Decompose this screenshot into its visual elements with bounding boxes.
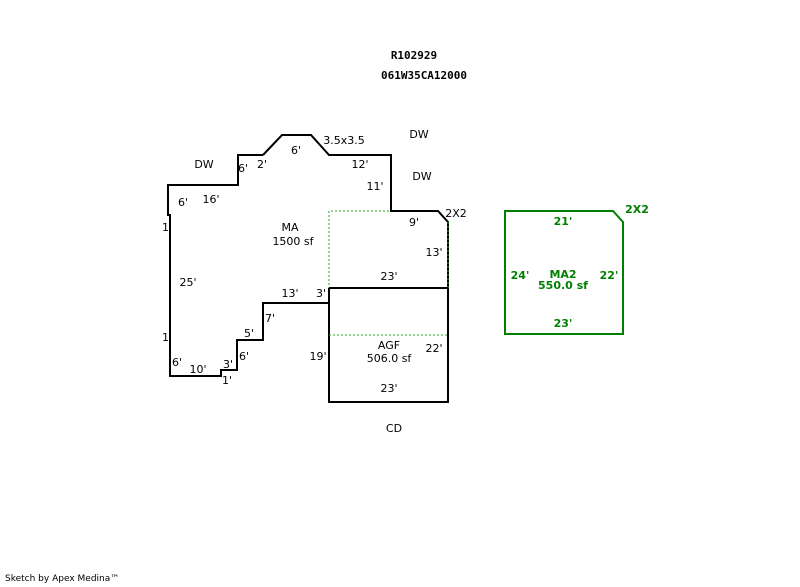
dw-label-top: DW [409,128,428,141]
agf-area: 506.0 sf [367,352,413,365]
account-number: R102929 [391,49,437,62]
dw-label-right: DW [412,170,431,183]
dim-6-step: 6' [239,350,249,363]
ma2-outline [504,210,624,335]
dim-16: 16' [202,193,219,206]
dim-19: 19' [309,350,326,363]
dim-1-left-upper: 1' [162,221,172,234]
corner-label-main: 2X2 [445,207,467,220]
dim-6-left-bottom: 6' [172,356,182,369]
cd-label: CD [386,422,402,435]
map-number: 061W35CA12000 [381,69,467,82]
corner-label-ma2: 2X2 [625,203,649,216]
dw-label-left: DW [194,158,213,171]
ma2-label: MA2 [549,268,576,281]
dim-13-right: 13' [425,246,442,259]
dim-22: 22' [425,342,442,355]
dim-3-step: 3' [223,358,233,371]
ma2-dim-left: 24' [511,269,530,282]
ma-label: MA [281,221,298,234]
ma2-dim-top: 21' [554,215,573,228]
dim-step-6: 6' [238,162,248,175]
dim-10: 10' [189,363,206,376]
ma2-dim-right: 22' [600,269,619,282]
ma-area: 1500 sf [272,235,314,248]
dim-12: 12' [351,158,368,171]
dim-11: 11' [366,180,383,193]
dim-9: 9' [409,216,419,229]
dim-13-mid: 13' [281,287,298,300]
dim-1-left-lower: 1' [162,331,172,344]
dim-23-mid: 23' [380,270,397,283]
dim-top-6: 6' [291,144,301,157]
dim-1-bottom: 1' [222,374,232,387]
size-label: 3.5x3.5 [323,134,365,147]
main-building-outline [167,134,449,403]
ma2-area: 550.0 sf [538,279,588,292]
ma2-dim-bottom: 23' [554,317,573,330]
dotted-divider [328,210,391,289]
dim-step-2: 2' [257,158,267,171]
dim-6-left-top: 6' [178,196,188,209]
agf-label: AGF [378,339,400,352]
dim-25: 25' [179,276,196,289]
dim-23-bottom: 23' [380,382,397,395]
sketch-credit: Sketch by Apex Medina™ [5,574,120,584]
dim-3-mid: 3' [316,287,326,300]
dim-7: 7' [265,312,275,325]
dim-5: 5' [244,327,254,340]
